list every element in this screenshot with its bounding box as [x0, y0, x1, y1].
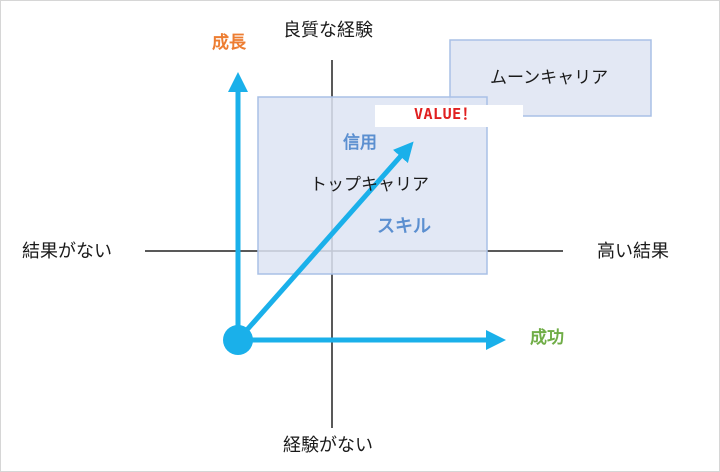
value-label: VALUE！ [414, 105, 478, 123]
axis-right-label: 高い結果 [597, 241, 669, 262]
trust-label: 信用 [343, 133, 377, 153]
growth-label: 成長 [212, 33, 246, 53]
value-arrow [236, 141, 414, 342]
skill-label: スキル [377, 216, 431, 237]
axis-left-label: 結果がない [22, 241, 112, 262]
axis-top-label: 良質な経験 [283, 20, 373, 41]
moon-career-label: ムーンキャリア [490, 68, 609, 88]
top-career-label: トップキャリア [310, 175, 429, 195]
value-callout-box [375, 105, 523, 127]
axis-bottom-label: 経験がない [283, 435, 373, 456]
origin-dot [223, 325, 253, 355]
success-label: 成功 [530, 328, 564, 348]
